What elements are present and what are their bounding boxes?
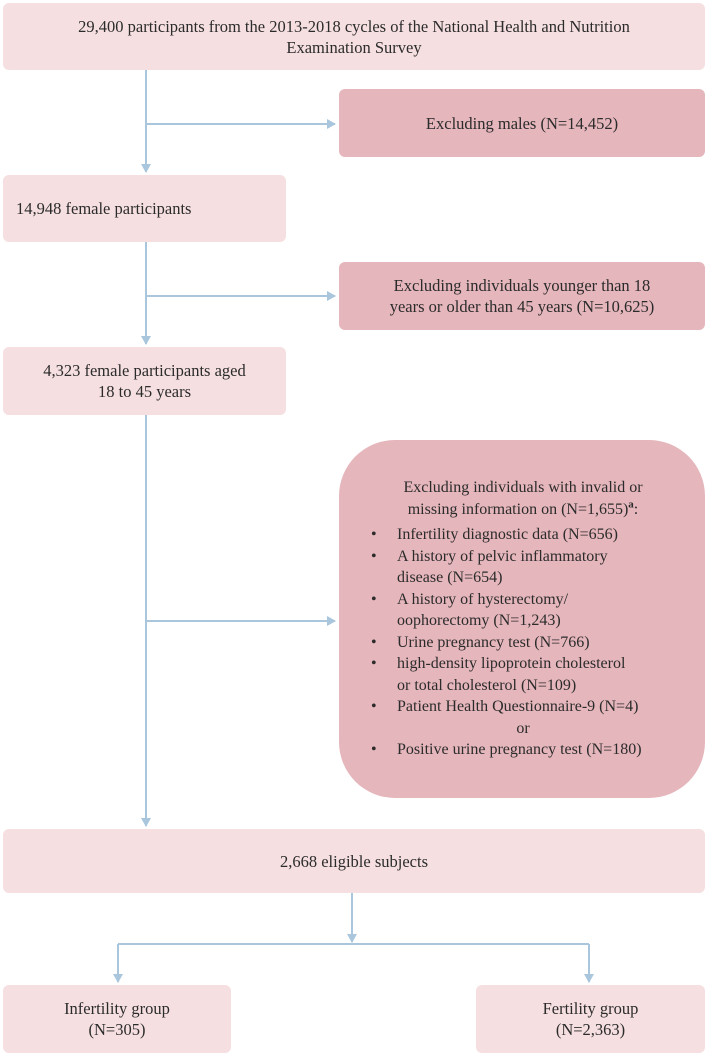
exclusion-list: Infertility diagnostic data (N=656) A hi…	[365, 524, 681, 761]
infertility-line2: (N=305)	[88, 1020, 146, 1039]
or-connector-text: or	[516, 719, 530, 737]
female-participants-box: 14,948 female participants	[3, 175, 286, 242]
list-item: Urine pregnancy test (N=766)	[365, 632, 681, 654]
start-line2: Examination Survey	[286, 37, 422, 57]
exclude-invalid-box: Excluding individuals with invalid or mi…	[339, 440, 705, 798]
exclude-invalid-heading2: missing information on (N=1,655)a:	[407, 498, 639, 518]
exclude-age-line2: years or older than 45 years (N=10,625)	[389, 297, 655, 316]
exclude-males-text: Excluding males (N=14,452)	[425, 113, 619, 133]
fertility-group-box: Fertility group (N=2,363)	[476, 985, 705, 1053]
exclude-age-line1: Excluding individuals younger than 18	[393, 276, 651, 295]
list-item: A history of pelvic inflammatorydisease …	[365, 546, 681, 589]
eligible-subjects-box: 2,668 eligible subjects	[3, 829, 705, 893]
list-item: Infertility diagnostic data (N=656)	[365, 524, 681, 546]
exclude-invalid-heading1: Excluding individuals with invalid or	[403, 479, 643, 497]
infertility-group-box: Infertility group (N=305)	[3, 985, 231, 1053]
exclude-males-box: Excluding males (N=14,452)	[339, 89, 705, 157]
aged-line1: 4,323 female participants aged	[43, 361, 246, 380]
fertility-line2: (N=2,363)	[555, 1020, 626, 1039]
start-box: 29,400 participants from the 2013-2018 c…	[3, 3, 705, 70]
start-line1: 29,400 participants from the 2013-2018 c…	[78, 16, 630, 36]
list-item: Positive urine pregnancy test (N=180)	[365, 739, 681, 761]
list-item: Patient Health Questionnaire-9 (N=4)	[365, 696, 681, 718]
infertility-line1: Infertility group	[64, 999, 170, 1018]
female-participants-text: 14,948 female participants	[16, 199, 192, 218]
fertility-line1: Fertility group	[542, 999, 639, 1018]
aged-line2: 18 to 45 years	[97, 382, 192, 401]
footnote-marker: a	[628, 498, 634, 511]
exclude-age-box: Excluding individuals younger than 18 ye…	[339, 262, 705, 330]
aged-participants-box: 4,323 female participants aged 18 to 45 …	[3, 347, 286, 415]
list-item: A history of hysterectomy/oophorectomy (…	[365, 589, 681, 632]
eligible-subjects-text: 2,668 eligible subjects	[279, 851, 429, 871]
